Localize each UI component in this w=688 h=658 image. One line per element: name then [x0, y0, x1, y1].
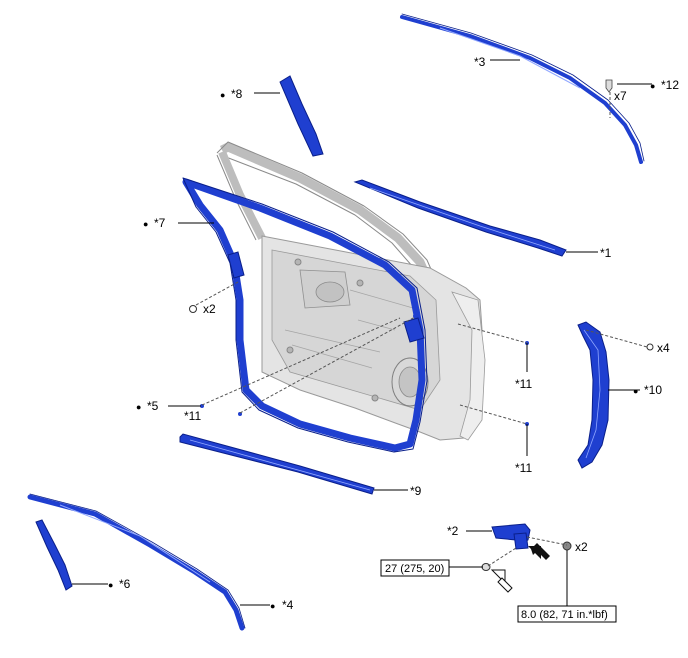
- direction-arrows: [490, 543, 550, 593]
- callout-7: *7: [154, 216, 166, 230]
- callout-labels: *8 *3 *12 *7 *1 *5 *11 *11 *11 *10 *9 *2…: [119, 55, 679, 612]
- torque-spec-nut: 8.0 (82, 71 in.*lbf): [517, 605, 617, 623]
- callout-11: *11: [515, 461, 532, 475]
- svg-text:27 (275, 20): 27 (275, 20): [385, 563, 444, 575]
- quantity-x7: x7: [614, 89, 627, 103]
- torque-spec-bolt: 27 (275, 20): [380, 559, 450, 577]
- callout-11: *11: [515, 377, 532, 391]
- callout-11: *11: [184, 409, 201, 423]
- quantity-x2-clip: x2: [203, 302, 216, 316]
- quantity-x4: x4: [657, 341, 670, 355]
- door-part-8: [279, 75, 324, 157]
- door-part-1: [353, 179, 567, 257]
- door-part-2-bracket: [491, 523, 531, 550]
- bullet-icon: ●: [220, 90, 225, 100]
- svg-text:8.0 (82, 71 in.*lbf): 8.0 (82, 71 in.*lbf): [521, 609, 608, 621]
- door-weatherstrip-7: [182, 177, 428, 453]
- front-door-panel: [216, 141, 486, 441]
- fasteners: [189, 79, 654, 571]
- bullet-icon: ●: [270, 601, 275, 611]
- callout-2: *2: [447, 524, 459, 538]
- quantity-labels: x7 x2 x4 x2: [203, 89, 670, 554]
- callout-9: *9: [410, 484, 422, 498]
- callout-3: *3: [474, 55, 486, 69]
- bullet-icon: ●: [136, 402, 141, 412]
- callout-6: *6: [119, 577, 131, 591]
- door-part-10: [577, 321, 610, 469]
- bullet-icon: ●: [633, 386, 638, 396]
- callout-10: *10: [644, 383, 662, 397]
- bullets: ● ● ● ● ● ● ●: [108, 81, 655, 611]
- bullet-icon: ●: [650, 81, 655, 91]
- callout-4: *4: [282, 598, 294, 612]
- quantity-x2-nut: x2: [575, 540, 588, 554]
- callout-8: *8: [231, 87, 243, 101]
- alignment-lines: [195, 92, 648, 567]
- door-part-3: [400, 13, 645, 164]
- callout-5: *5: [147, 399, 159, 413]
- callout-1: *1: [600, 246, 612, 260]
- leader-lines: [72, 59, 652, 606]
- door-part-4: [27, 493, 246, 631]
- callout-12: *12: [661, 78, 679, 92]
- black-arrow-icon: [528, 546, 541, 559]
- door-part-6: [35, 519, 73, 591]
- door-part-9: [179, 433, 375, 495]
- bullet-icon: ●: [108, 580, 113, 590]
- bullet-icon: ●: [143, 219, 148, 229]
